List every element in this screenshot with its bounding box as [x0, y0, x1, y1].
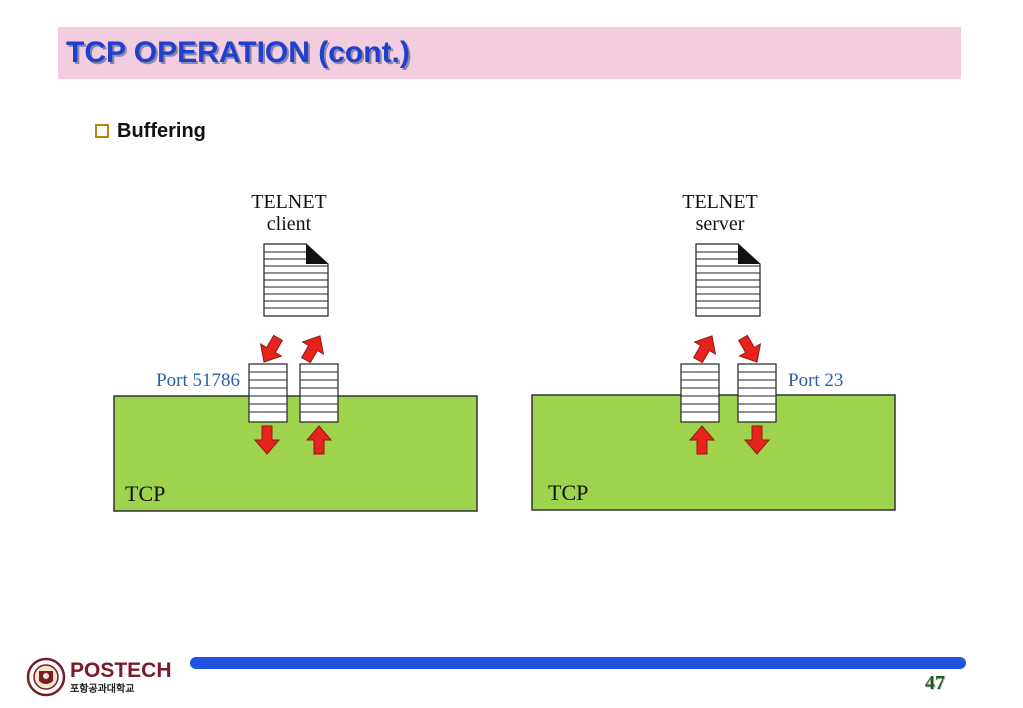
- client-arrow-to-app-up-icon: [295, 329, 331, 367]
- page-number: 47: [925, 672, 945, 694]
- client-document-icon: [263, 243, 329, 317]
- postech-emblem-icon: [26, 657, 66, 697]
- server-document-icon: [695, 243, 761, 317]
- server-arrow-to-app-up-icon: [687, 329, 723, 367]
- server-app-name: TELNET: [682, 191, 758, 213]
- logo-wordmark: POSTECH: [70, 659, 172, 682]
- client-arrow-to-app-down-icon: [253, 331, 289, 369]
- postech-logo: POSTECH 포항공과대학교: [26, 657, 172, 697]
- title-band: [58, 27, 961, 79]
- server-send-buffer-icon: [680, 363, 720, 423]
- server-receive-buffer-icon: [737, 363, 777, 423]
- client-send-buffer-icon: [248, 363, 288, 423]
- server-app-role: server: [696, 213, 745, 235]
- client-tcp-box: [113, 395, 478, 512]
- server-arrow-to-app-down-icon: [732, 331, 768, 369]
- client-port-label: Port 51786: [156, 370, 240, 391]
- square-bullet-icon: [95, 124, 109, 138]
- client-app-role: client: [267, 213, 312, 235]
- client-side: TELNET client Port 51786 TCP: [113, 191, 478, 512]
- logo-subtitle: 포항공과대학교: [70, 682, 134, 695]
- server-tcp-label: TCP: [548, 480, 588, 505]
- client-tcp-label: TCP: [125, 481, 165, 506]
- server-port-label: Port 23: [788, 370, 843, 391]
- client-app-name: TELNET: [251, 191, 327, 213]
- client-receive-buffer-icon: [299, 363, 339, 423]
- footer-bar: [190, 657, 966, 669]
- server-side: TELNET server Port 23 TCP: [531, 191, 896, 511]
- bullet-item: Buffering: [95, 117, 206, 145]
- bullet-text: Buffering: [117, 119, 206, 142]
- slide-title: TCP OPERATION (cont.): [66, 36, 410, 69]
